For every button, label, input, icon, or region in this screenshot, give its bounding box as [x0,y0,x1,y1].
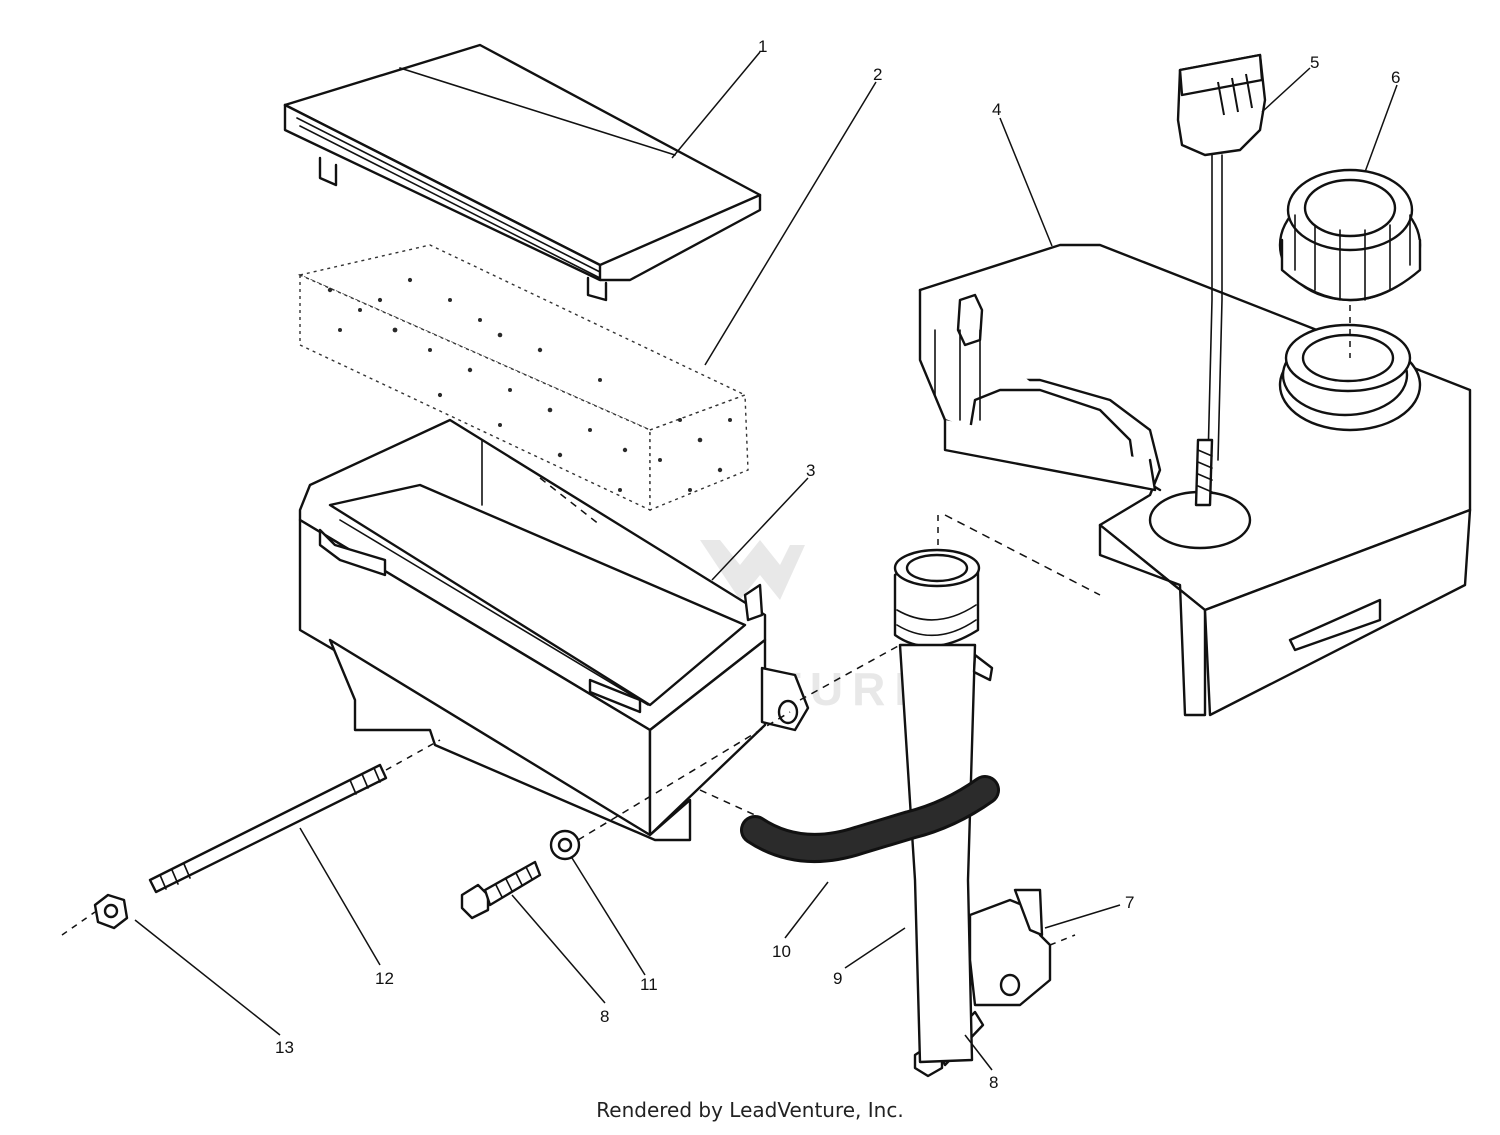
assembly-lines [61,305,1351,946]
hose [740,775,1000,863]
bolt-8-left [460,860,542,920]
stud [148,763,388,894]
callout-13: 13 [275,1038,294,1057]
fuel-tube [893,548,994,1064]
leader-lines [134,51,1398,1071]
callout-5: 5 [1310,53,1319,72]
callout-10: 10 [772,942,791,961]
callout-3: 3 [806,461,815,480]
air-cleaner-cover [283,43,762,302]
dipstick [1176,53,1267,507]
callout-2: 2 [873,65,882,84]
callout-12: 12 [375,969,394,988]
air-cleaner-base [298,418,810,842]
callout-8-right: 8 [989,1073,998,1092]
clamp-bracket [968,888,1052,1007]
callout-9: 9 [833,969,842,988]
callout-7: 7 [1125,893,1134,912]
watermark-logo-icon [700,540,805,600]
footer-credit: Rendered by LeadVenture, Inc. [596,1098,904,1122]
callout-4: 4 [992,100,1001,119]
callout-1: 1 [758,37,767,56]
callout-6: 6 [1391,68,1400,87]
foam-filter-element [297,244,749,512]
callout-11: 11 [640,975,658,994]
washer [549,829,581,861]
fuel-tank [918,243,1472,717]
nut [93,893,129,930]
callouts: 1 2 3 4 5 6 7 8 8 9 10 11 12 13 [275,37,1400,1092]
fuel-cap [1278,168,1422,302]
callout-8-left: 8 [600,1007,609,1026]
